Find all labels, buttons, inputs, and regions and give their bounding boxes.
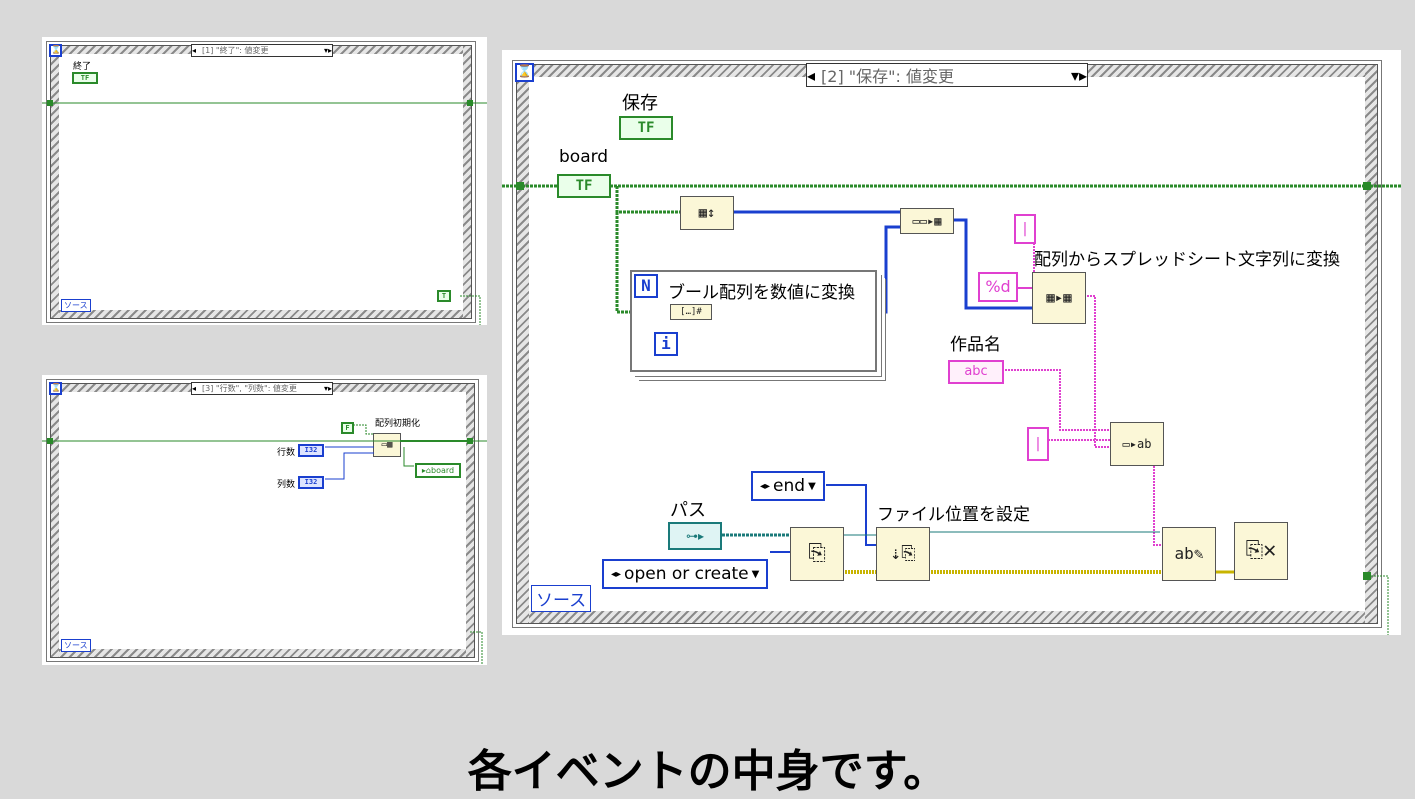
hourglass-icon: ⌛ [49, 382, 62, 395]
hourglass-icon: ⌛ [49, 44, 62, 57]
selector-left-arrow-icon[interactable]: ◂ [192, 46, 197, 55]
event-case-selector[interactable]: ◂ [2] "保存": 値変更 ▾▸ [806, 63, 1088, 87]
selector-dropdown-icon[interactable]: ▾▸ [323, 46, 332, 55]
work-name-control[interactable]: abc [948, 360, 1004, 384]
initialize-array-function[interactable]: ▭▦ [373, 433, 401, 457]
transpose-2d-array-function[interactable]: ▦↕ [680, 196, 734, 230]
true-constant[interactable]: T [437, 290, 451, 302]
build-array-function[interactable]: ▭▭▸▦ [900, 208, 954, 234]
empty-string-constant[interactable]: | [1014, 214, 1036, 244]
event-case-panel-rows-cols: ⌛ ◂ [3] "行数", "列数": 値変更 ▾▸ F 配列初期化 ▭▦ 行数… [42, 375, 487, 665]
cols-control[interactable]: I32 [298, 476, 324, 489]
selector-left-arrow-icon[interactable]: ◂ [807, 65, 816, 85]
array-to-spreadsheet-function[interactable]: ▦▸▦ [1032, 272, 1086, 324]
selector-dropdown-icon[interactable]: ▾▸ [323, 384, 332, 393]
work-name-label: 作品名 [950, 335, 1001, 355]
close-file-function[interactable]: ⎘✕ [1234, 522, 1288, 580]
write-text-file-function[interactable]: ab✎ [1162, 527, 1216, 581]
event-structure-frame: ⌛ ◂ [3] "行数", "列数": 値変更 ▾▸ F 配列初期化 ▭▦ 行数… [49, 382, 475, 658]
from-ring-end[interactable]: ◂▸end▼ [751, 471, 825, 501]
concatenate-strings-function[interactable]: ▭▸ab [1110, 422, 1164, 466]
save-label: 保存 [622, 93, 658, 114]
false-constant[interactable]: F [341, 422, 354, 434]
hourglass-icon: ⌛ [515, 63, 534, 82]
boolean-to-number-function[interactable]: […]# [670, 304, 712, 320]
for-loop: N ブール配列を数値に変換 i […]# [630, 270, 877, 372]
selector-left-arrow-icon[interactable]: ◂ [192, 384, 197, 393]
rows-control[interactable]: I32 [298, 444, 324, 457]
set-file-position-label: ファイル位置を設定 [877, 505, 1030, 525]
format-string-constant[interactable]: %d [978, 272, 1018, 302]
path-control[interactable]: ⊶▸ [668, 522, 722, 550]
event-case-selector[interactable]: ◂ [3] "行数", "列数": 値変更 ▾▸ [191, 382, 333, 395]
empty-string-constant[interactable]: | [1027, 427, 1049, 461]
quit-boolean-terminal[interactable]: TF [72, 72, 98, 84]
loop-iteration-terminal[interactable]: i [654, 332, 678, 356]
event-source-node[interactable]: ソース [61, 299, 91, 312]
operation-ring-open-or-create[interactable]: ◂▸open or create▼ [602, 559, 769, 589]
save-boolean-terminal[interactable]: TF [619, 116, 673, 140]
initialize-array-label: 配列初期化 [375, 419, 421, 429]
set-file-position-function[interactable]: ⇣⎘ [876, 527, 930, 581]
board-label: board [559, 147, 609, 167]
board-terminal[interactable]: TF [557, 174, 611, 198]
board-property-node[interactable]: ▸⌂board [415, 463, 461, 478]
open-create-file-function[interactable]: ⎘ [790, 527, 844, 581]
event-case-selector[interactable]: ◂ [1] "終了": 値変更 ▾▸ [191, 44, 333, 57]
path-label: パス [670, 500, 706, 521]
event-source-node[interactable]: ソース [531, 585, 592, 612]
event-structure-frame: ⌛ ◂ [1] "終了": 値変更 ▾▸ 終了 TF T ソース [49, 44, 472, 319]
event-source-node[interactable]: ソース [61, 639, 91, 652]
quit-control-label: 終了 [73, 62, 92, 72]
for-loop-label: ブール配列を数値に変換 [668, 283, 855, 303]
rows-label: 行数 [277, 448, 296, 458]
selector-dropdown-icon[interactable]: ▾▸ [1070, 65, 1087, 85]
slide-caption: 各イベントの中身です。 [467, 746, 948, 797]
event-case-panel-quit: ⌛ ◂ [1] "終了": 値変更 ▾▸ 終了 TF T ソース [42, 37, 487, 325]
cols-label: 列数 [277, 480, 296, 490]
spreadsheet-label: 配列からスプレッドシート文字列に変換 [1034, 250, 1340, 270]
loop-count-terminal[interactable]: N [634, 274, 658, 298]
